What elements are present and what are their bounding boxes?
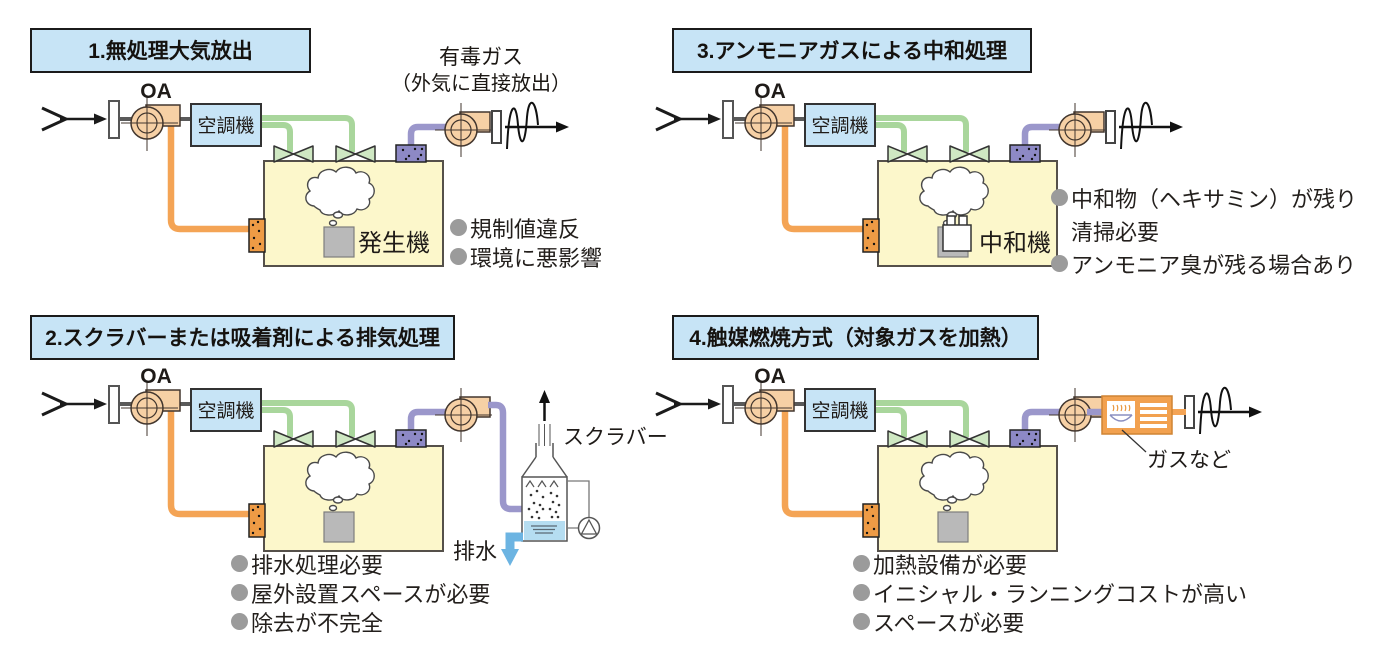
drawback-item-continuation: 清掃必要 bbox=[1051, 214, 1357, 247]
toxic-gas-annotation: 有毒ガス （外気に直接放出） bbox=[374, 45, 588, 97]
burner-fuel-label: ガスなど bbox=[1147, 449, 1231, 472]
toxic-gas-line1: 有毒ガス bbox=[439, 46, 523, 69]
panel2-base-diagram bbox=[42, 365, 492, 551]
scrubber-label: スクラバー bbox=[563, 426, 668, 449]
pump-icon bbox=[577, 516, 601, 540]
panel2-title: 2.スクラバーまたは吸着剤による排気処理 bbox=[30, 315, 455, 360]
neutralizer-container-icon bbox=[942, 215, 972, 252]
catalytic-burner-assembly bbox=[1087, 395, 1186, 453]
heater-stripes-icon bbox=[1140, 403, 1167, 428]
drawback-text: 加熱設備が必要 bbox=[873, 552, 1028, 578]
bullet-icon bbox=[1051, 189, 1068, 206]
panel4-outlet bbox=[1183, 386, 1264, 436]
drawback-item: 排水処理必要 bbox=[231, 549, 490, 578]
panel4-base-diagram bbox=[656, 365, 1106, 551]
drawback-item: 規制値違反 bbox=[450, 213, 602, 242]
bullet-icon bbox=[231, 584, 248, 601]
drawback-item: 屋外設置スペースが必要 bbox=[231, 578, 490, 607]
panel1-title: 1.無処理大気放出 bbox=[30, 28, 311, 73]
bullet-icon bbox=[231, 613, 248, 630]
drawback-item: スペースが必要 bbox=[853, 607, 1247, 636]
pump-triangle-icon bbox=[580, 518, 598, 535]
spray-nozzles-icon bbox=[525, 479, 559, 488]
panel1-machine-label: 発生機 bbox=[358, 230, 430, 257]
drawback-text: アンモニア臭が残る場合あり bbox=[1071, 252, 1357, 278]
drain-label: 排水 bbox=[453, 539, 497, 564]
drawback-item: イニシャル・ランニングコストが高い bbox=[853, 578, 1247, 607]
recirculation-line bbox=[567, 480, 590, 529]
bullet-icon bbox=[853, 555, 870, 572]
drawback-item: アンモニア臭が残る場合あり bbox=[1051, 247, 1357, 280]
drawback-text: 環境に悪影響 bbox=[470, 245, 603, 271]
scrubber-water bbox=[524, 521, 565, 540]
drawback-text: 中和物（ヘキサミン）が残り bbox=[1071, 186, 1358, 212]
panel3-title: 3.アンモニアガスによる中和処理 bbox=[672, 28, 1032, 73]
drain-pipe bbox=[505, 532, 523, 551]
scrubber-stack-icon bbox=[538, 424, 551, 446]
drawback-text: 除去が不完全 bbox=[251, 610, 384, 636]
bullet-icon bbox=[231, 555, 248, 572]
drawback-item: 除去が不完全 bbox=[231, 607, 490, 636]
drain-arrowhead-icon bbox=[501, 549, 519, 566]
scrubber-neck bbox=[521, 443, 568, 478]
drawback-item: 加熱設備が必要 bbox=[853, 549, 1247, 578]
scrubber-assembly bbox=[488, 390, 601, 566]
scrubber-feed-pipe bbox=[488, 401, 525, 513]
panel3-machine-label: 中和機 bbox=[979, 230, 1051, 257]
panel2-drawbacks: 排水処理必要 屋外設置スペースが必要 除去が不完全 bbox=[231, 549, 490, 636]
bullet-icon bbox=[853, 584, 870, 601]
drawback-item: 環境に悪影響 bbox=[450, 242, 602, 271]
burner-bowl-icon bbox=[1109, 414, 1133, 422]
panel4-drawbacks: 加熱設備が必要 イニシャル・ランニングコストが高い スペースが必要 bbox=[853, 549, 1247, 636]
toxic-gas-line2: （外気に直接放出） bbox=[391, 73, 571, 95]
drawback-text: スペースが必要 bbox=[873, 610, 1025, 636]
bullet-icon bbox=[1051, 255, 1068, 272]
flame-icon bbox=[1112, 404, 1131, 412]
drawback-text: 排水処理必要 bbox=[251, 552, 384, 578]
water-ripples-icon bbox=[531, 525, 557, 534]
panel3-drawbacks: 中和物（ヘキサミン）が残り 清掃必要 アンモニア臭が残る場合あり bbox=[1051, 181, 1357, 280]
drawback-text: 清掃必要 bbox=[1071, 219, 1160, 245]
drawback-text: イニシャル・ランニングコストが高い bbox=[873, 581, 1248, 607]
panel1-drawbacks: 規制値違反 環境に悪影響 bbox=[450, 213, 602, 271]
spray-droplets-icon bbox=[527, 489, 561, 520]
drawback-item: 中和物（ヘキサミン）が残り bbox=[1051, 181, 1357, 214]
bullet-icon bbox=[450, 219, 467, 236]
bullet-icon bbox=[853, 613, 870, 630]
burner-pointer-line bbox=[1121, 429, 1147, 453]
panel4-title: 4.触媒燃焼方式（対象ガスを加熱） bbox=[672, 315, 1039, 360]
panel3-outlet bbox=[1104, 101, 1185, 151]
drawback-text: 規制値違反 bbox=[470, 216, 581, 242]
panel1-outlet bbox=[490, 101, 571, 151]
bullet-icon bbox=[450, 248, 467, 265]
stack-arrowhead-icon bbox=[539, 390, 550, 403]
drawback-text: 屋外設置スペースが必要 bbox=[251, 581, 491, 607]
